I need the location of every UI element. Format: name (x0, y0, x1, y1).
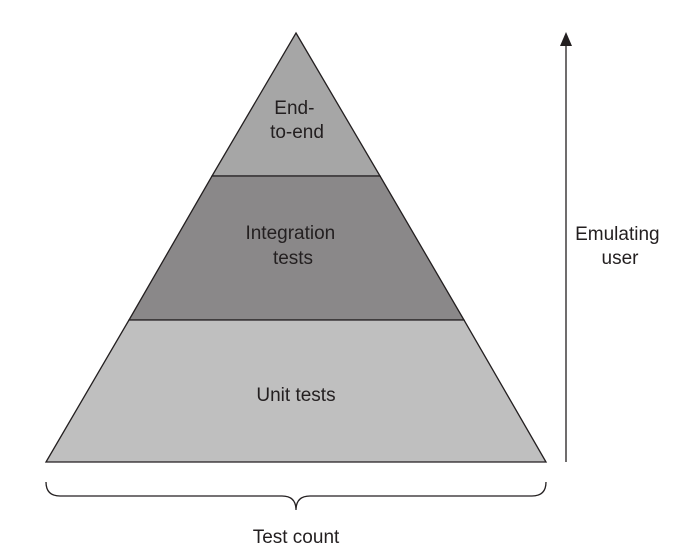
layer-label-end-to-end: End- to-end (270, 98, 324, 143)
horizontal-axis-label: Test count (253, 527, 340, 548)
layer-label-unit: Unit tests (256, 385, 335, 406)
vertical-axis-label-line-1: Emulating (575, 224, 660, 245)
layer-label-end-to-end-line-2: to-end (270, 122, 324, 143)
layer-unit (44, 319, 548, 463)
layer-label-integration: Integration tests (245, 223, 340, 269)
layer-label-integration-line-2: tests (273, 248, 313, 269)
vertical-axis-label-line-2: user (602, 248, 640, 269)
horizontal-brace-icon (45, 481, 547, 511)
layer-label-end-to-end-line-1: End- (274, 98, 314, 119)
vertical-axis-label: Emulating user (575, 224, 665, 269)
vertical-axis-arrow-head-icon (560, 32, 572, 46)
layer-label-integration-line-1: Integration (245, 223, 335, 244)
